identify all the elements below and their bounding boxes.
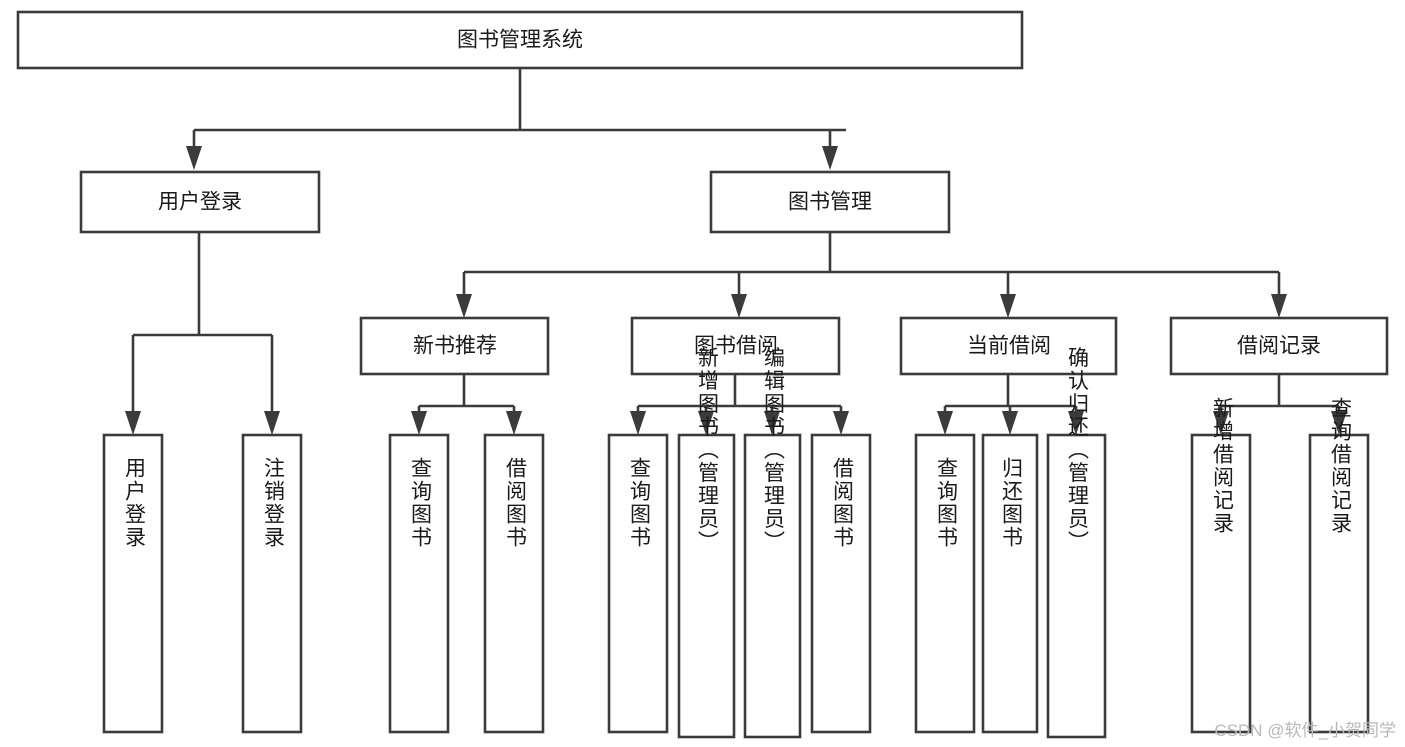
node-leaf-query-book-3[interactable]: 查询图书 bbox=[914, 433, 976, 734]
node-label-leaf-user-login: 用户登录 bbox=[122, 457, 146, 549]
node-book-borrow[interactable]: 图书借阅 bbox=[630, 316, 841, 376]
node-leaf-return-book[interactable]: 归还图书 bbox=[981, 433, 1039, 734]
connector-current-borrow-to-leaves bbox=[937, 374, 1084, 435]
node-label-leaf-add-record: 新增借阅记录 bbox=[1210, 397, 1234, 535]
connector-book-borrow-to-leaves bbox=[630, 374, 849, 435]
node-system-title[interactable]: 图书管理系统 bbox=[16, 10, 1024, 70]
node-label-leaf-return-book: 归还图书 bbox=[999, 457, 1023, 549]
connector-borrow-record-to-leaves bbox=[1213, 374, 1347, 435]
node-leaf-borrow-book-1[interactable]: 借阅图书 bbox=[483, 433, 545, 734]
node-leaf-confirm-return[interactable]: 确认归还（管理员） bbox=[1046, 347, 1107, 739]
node-label-leaf-query-record: 查询借阅记录 bbox=[1328, 397, 1352, 535]
watermark-text: CSDN @软件_小贺同学 bbox=[1214, 721, 1396, 740]
node-label-borrow-record: 借阅记录 bbox=[1237, 335, 1321, 358]
node-label-system-title: 图书管理系统 bbox=[457, 29, 583, 52]
connector-user-login-to-leaves bbox=[125, 232, 280, 435]
node-current-borrow[interactable]: 当前借阅 bbox=[899, 316, 1118, 376]
node-label-leaf-borrow-book-2: 借阅图书 bbox=[830, 457, 854, 549]
connector-book-manage-to-level2 bbox=[456, 232, 1287, 318]
node-leaf-add-record[interactable]: 新增借阅记录 bbox=[1190, 397, 1252, 734]
connector-new-book-recommend-to-leaves bbox=[411, 374, 522, 435]
node-leaf-user-logout[interactable]: 注销登录 bbox=[241, 433, 303, 734]
node-label-leaf-edit-book: 编辑图书（管理员） bbox=[761, 347, 785, 554]
node-label-leaf-query-book-3: 查询图书 bbox=[934, 457, 958, 549]
node-label-book-manage: 图书管理 bbox=[788, 191, 872, 214]
connector-root-to-level1 bbox=[186, 68, 846, 170]
node-borrow-record[interactable]: 借阅记录 bbox=[1169, 316, 1389, 376]
node-leaf-query-book-2[interactable]: 查询图书 bbox=[607, 433, 669, 734]
node-book-manage[interactable]: 图书管理 bbox=[709, 170, 951, 234]
node-label-user-login: 用户登录 bbox=[158, 191, 242, 214]
node-user-login[interactable]: 用户登录 bbox=[79, 170, 321, 234]
node-leaf-query-book-1[interactable]: 查询图书 bbox=[388, 433, 450, 734]
node-label-current-borrow: 当前借阅 bbox=[967, 335, 1051, 358]
node-leaf-user-login[interactable]: 用户登录 bbox=[102, 433, 164, 734]
node-label-leaf-user-logout: 注销登录 bbox=[261, 457, 285, 549]
node-label-leaf-add-book: 新增图书（管理员） bbox=[695, 347, 719, 554]
node-label-new-book-recommend: 新书推荐 bbox=[413, 335, 497, 358]
node-label-leaf-query-book-2: 查询图书 bbox=[627, 457, 651, 549]
node-label-leaf-confirm-return: 确认归还（管理员） bbox=[1065, 347, 1089, 554]
node-leaf-query-record[interactable]: 查询借阅记录 bbox=[1308, 397, 1370, 734]
node-label-leaf-borrow-book-1: 借阅图书 bbox=[503, 457, 527, 549]
node-leaf-edit-book[interactable]: 编辑图书（管理员） bbox=[743, 347, 802, 739]
node-new-book-recommend[interactable]: 新书推荐 bbox=[359, 316, 550, 376]
node-leaf-borrow-book-2[interactable]: 借阅图书 bbox=[810, 433, 872, 734]
node-label-book-borrow: 图书借阅 bbox=[694, 335, 778, 358]
node-leaf-add-book[interactable]: 新增图书（管理员） bbox=[677, 347, 736, 739]
node-label-leaf-query-book-1: 查询图书 bbox=[408, 457, 432, 549]
